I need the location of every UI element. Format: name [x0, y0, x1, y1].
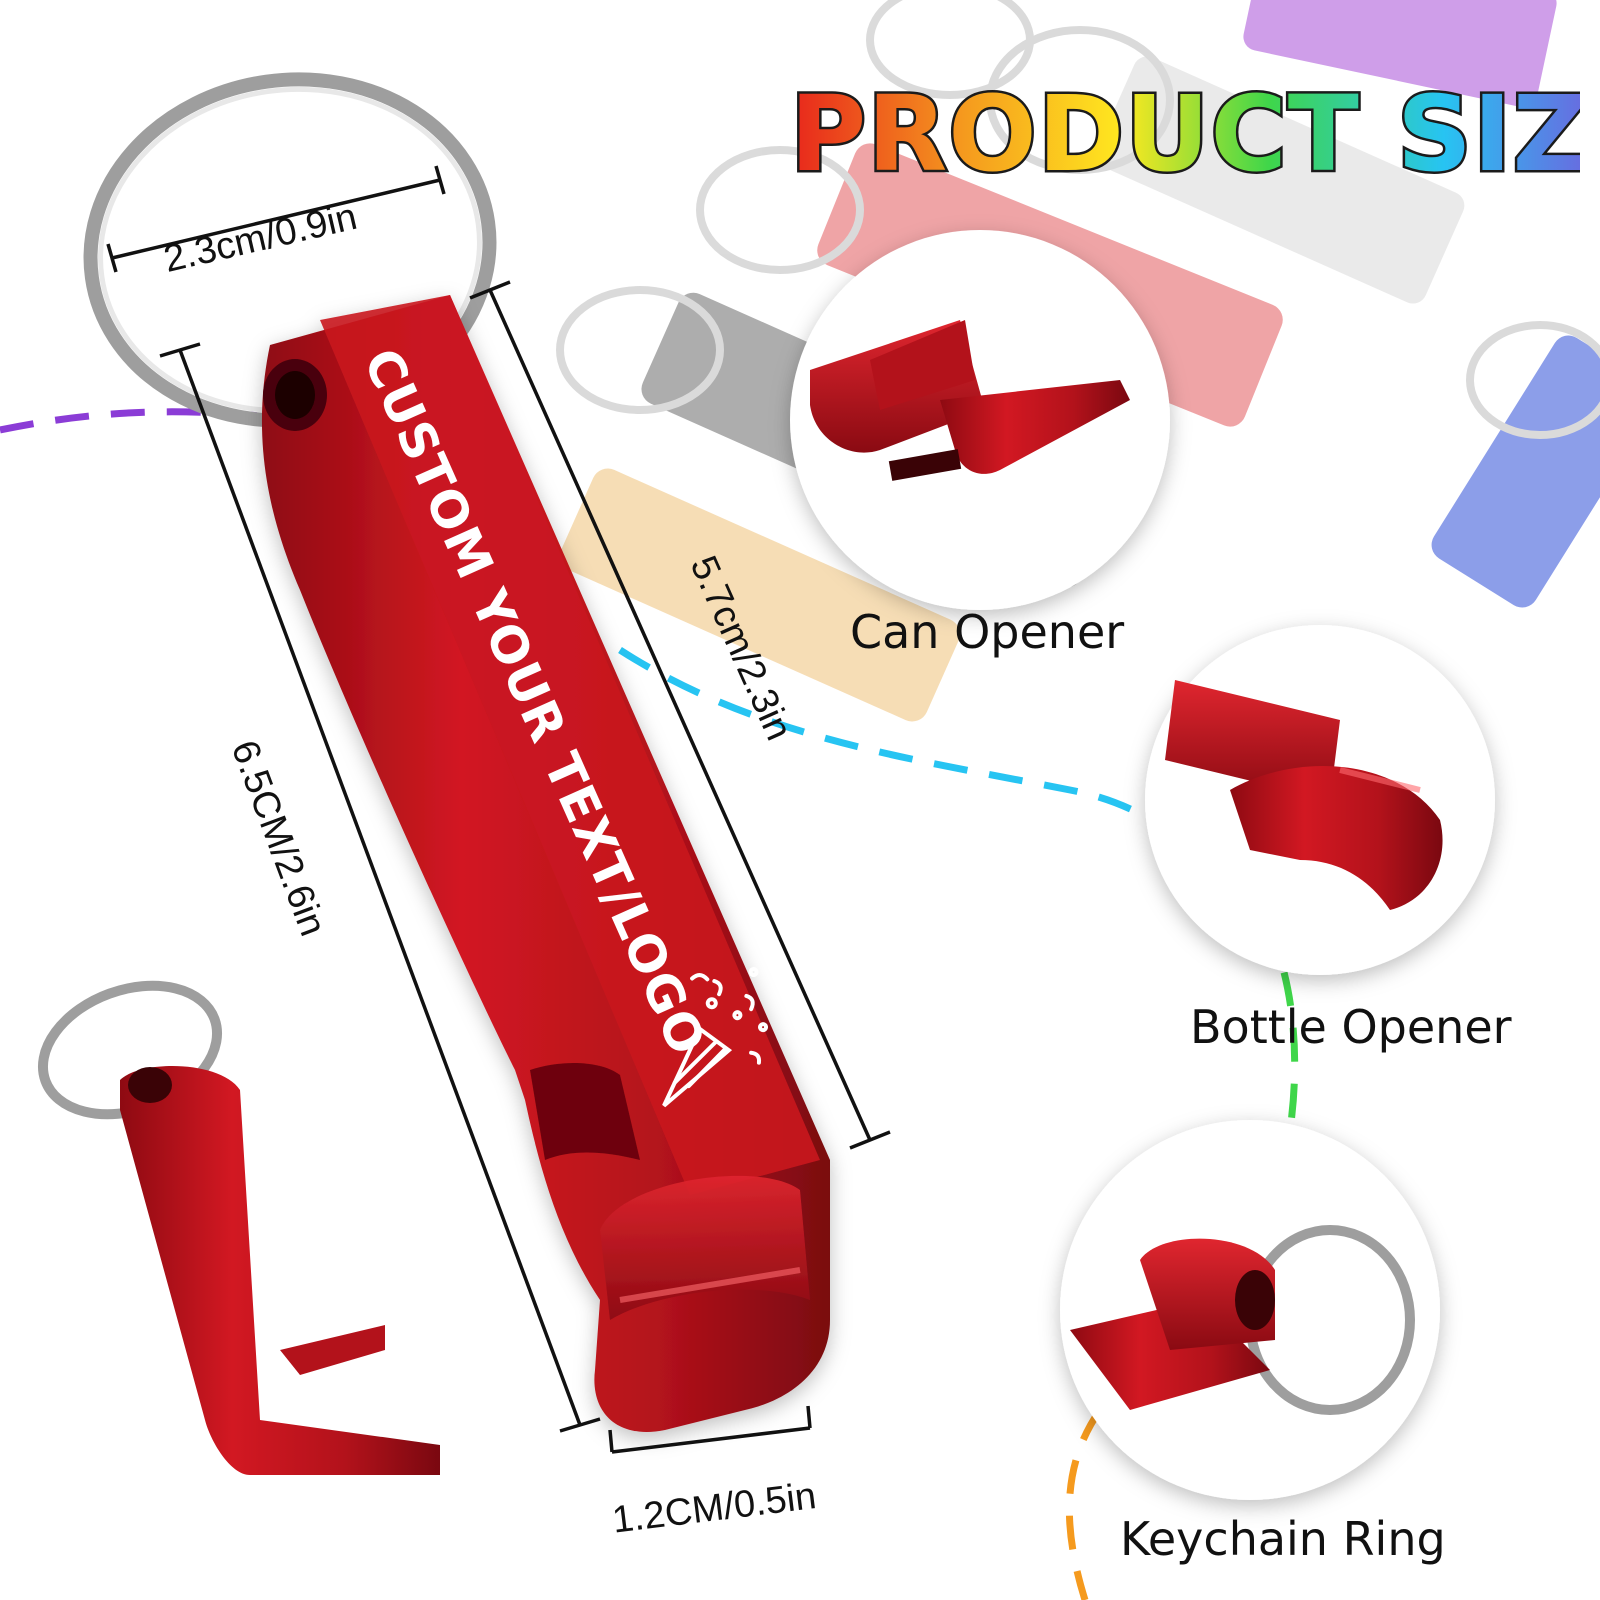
- party-popper-icon: [662, 967, 769, 1108]
- small-opener: [37, 980, 440, 1475]
- title-graphic: PRODUCT SIZE: [790, 71, 1580, 198]
- can-opener-label: Can Opener: [850, 605, 1125, 659]
- main-opener: [261, 295, 830, 1432]
- bottle-opener-detail: [1145, 625, 1495, 975]
- page-title: PRODUCT SIZE: [790, 73, 1580, 195]
- dimension-lines: [106, 165, 891, 1454]
- keychain-ring-detail: [1060, 1120, 1440, 1500]
- blue-dashed-curve: [618, 647, 1263, 913]
- orange-dashed-curve: [1065, 1407, 1103, 1600]
- keychain-ring-label: Keychain Ring: [1120, 1512, 1446, 1566]
- bottle-opener-label: Bottle Opener: [1190, 1000, 1512, 1054]
- can-opener-detail: [790, 230, 1170, 610]
